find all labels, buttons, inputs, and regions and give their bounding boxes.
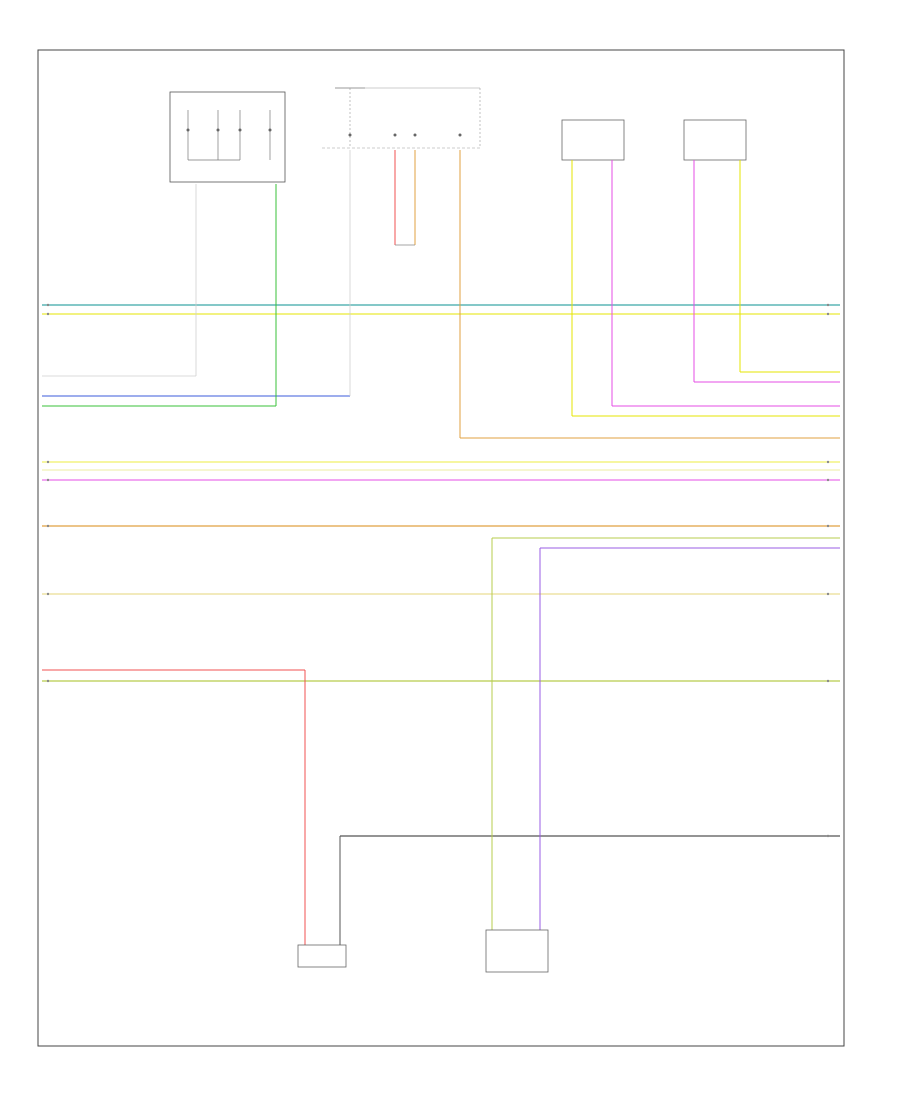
diagram-frame bbox=[37, 49, 845, 1047]
horizontal-bus bbox=[42, 304, 840, 837]
right-module-2 bbox=[683, 119, 747, 161]
center-module bbox=[322, 87, 482, 149]
bottom-right-component bbox=[485, 929, 549, 973]
center-ground-wires bbox=[394, 150, 416, 246]
edge-markers bbox=[46, 303, 830, 838]
bottom-left-component bbox=[297, 944, 347, 968]
vertical-wires bbox=[42, 150, 840, 945]
right-module-1 bbox=[561, 119, 625, 161]
switch-component bbox=[169, 91, 286, 183]
